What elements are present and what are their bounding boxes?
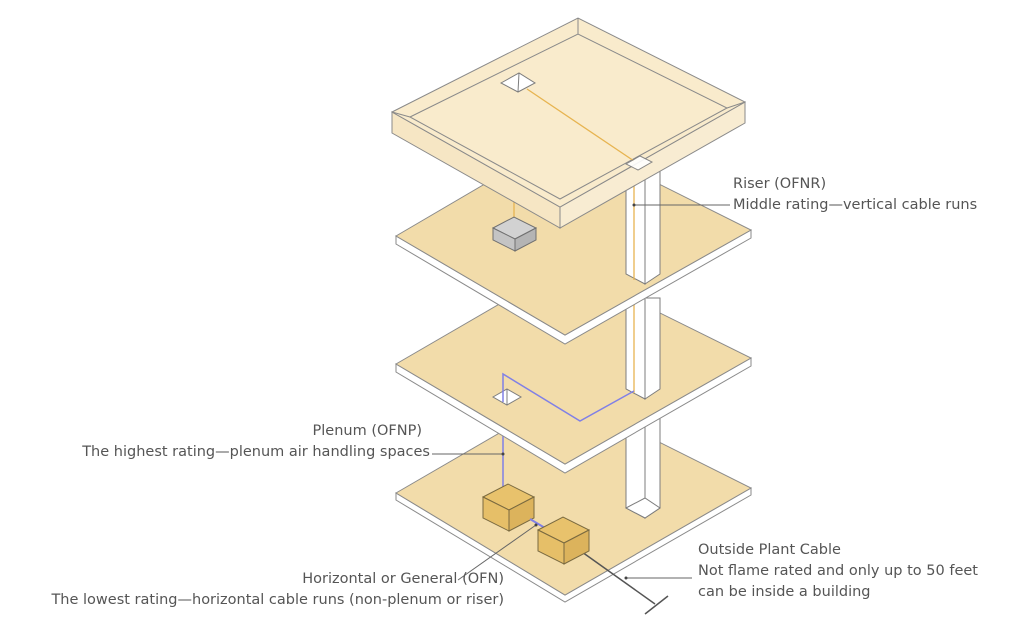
riser-shaft-middle bbox=[625, 297, 661, 400]
middle-floor bbox=[395, 265, 753, 474]
horizontal-leader bbox=[457, 524, 537, 581]
ground-floor-box-right bbox=[536, 516, 591, 565]
outside-plant-description-line2: can be inside a building bbox=[698, 584, 871, 600]
upper-floor-gray-box bbox=[491, 200, 538, 252]
horizontal-title: Horizontal or General (OFN) bbox=[302, 571, 504, 587]
plenum-label: Plenum (OFNP) The highest rating—plenum … bbox=[82, 421, 430, 463]
upper-floor bbox=[395, 136, 753, 345]
ceiling-plenum-space bbox=[390, 17, 747, 229]
ground-floor-box-left bbox=[481, 483, 536, 532]
horizontal-description: The lowest rating—horizontal cable runs … bbox=[51, 592, 504, 608]
plenum-cable-link bbox=[529, 518, 546, 529]
riser-label: Riser (OFNR) Middle rating—vertical cabl… bbox=[733, 174, 977, 216]
ceiling-riser-cable bbox=[526, 88, 635, 162]
horizontal-label: Horizontal or General (OFN) The lowest r… bbox=[51, 569, 504, 611]
plenum-cable-middle bbox=[502, 372, 635, 422]
plenum-title: Plenum (OFNP) bbox=[312, 423, 422, 439]
outside-plant-title: Outside Plant Cable bbox=[698, 542, 841, 558]
leader-lines bbox=[432, 203, 730, 581]
riser-description: Middle rating—vertical cable runs bbox=[733, 197, 978, 213]
riser-title: Riser (OFNR) bbox=[733, 176, 827, 192]
ceiling-opening bbox=[499, 72, 537, 93]
plenum-description: The highest rating—plenum air handling s… bbox=[82, 444, 430, 460]
outside-plant-label: Outside Plant Cable Not flame rated and … bbox=[698, 540, 978, 603]
riser-shaft-top bbox=[625, 169, 661, 285]
outside-plant-cable bbox=[581, 551, 669, 615]
outside-plant-description-line1: Not flame rated and only up to 50 feet bbox=[698, 563, 978, 579]
